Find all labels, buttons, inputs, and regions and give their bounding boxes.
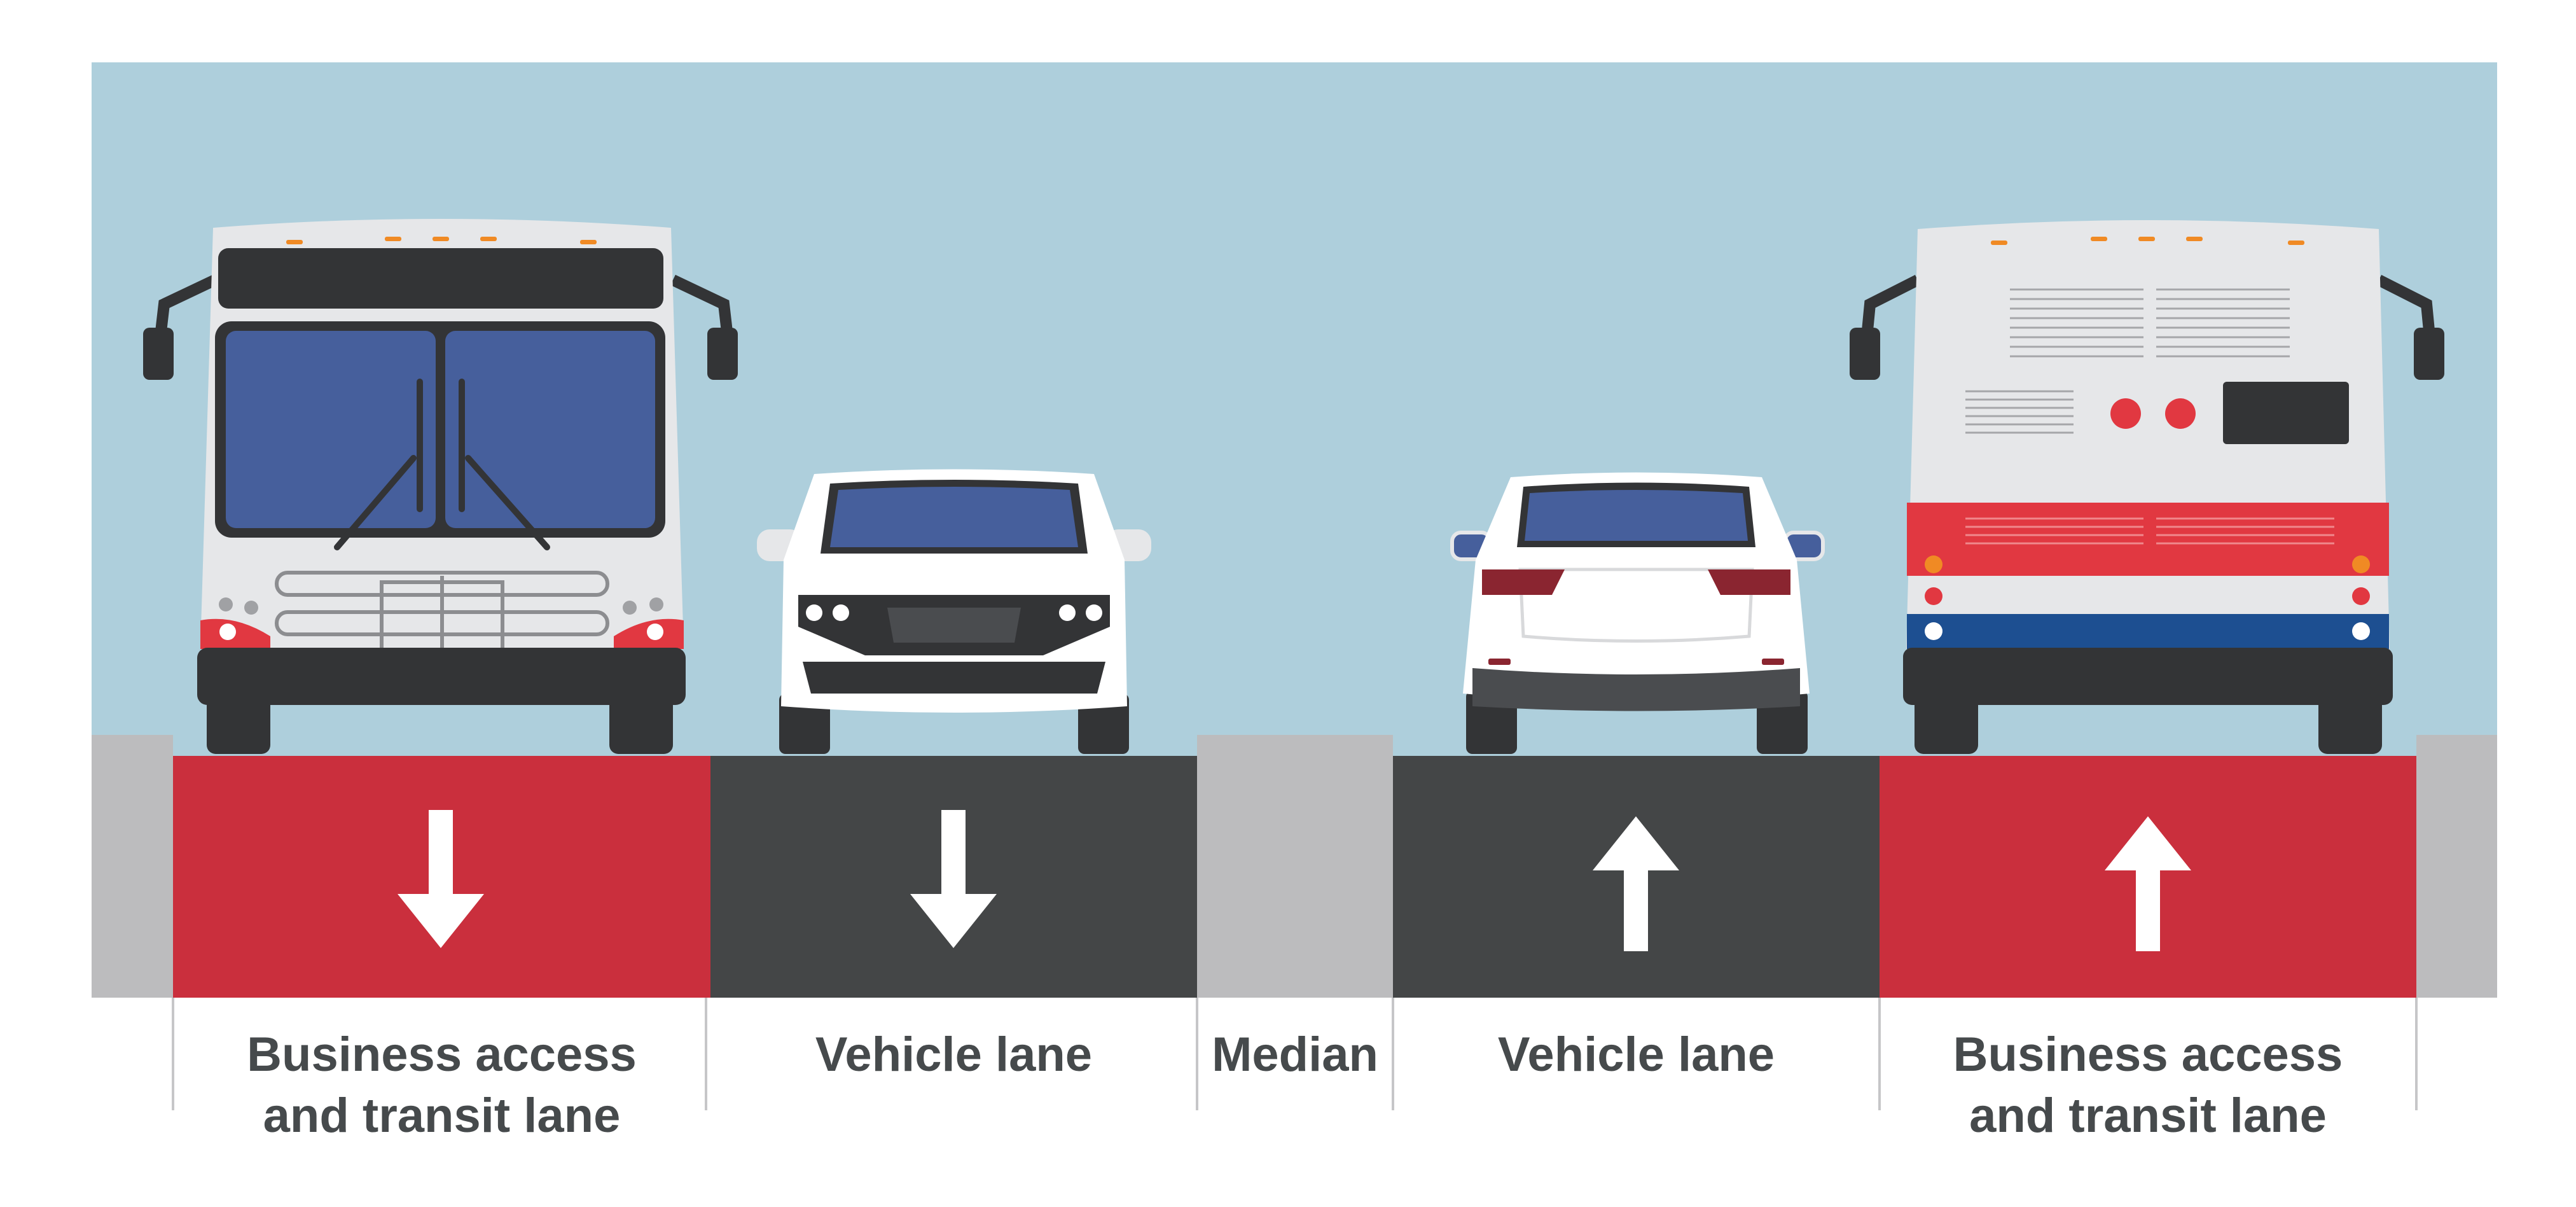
bus-front-icon xyxy=(143,219,738,754)
right-curb xyxy=(2416,735,2497,998)
arrow-down-icon xyxy=(398,810,484,948)
lane-label-line: and transit lane xyxy=(1969,1089,2327,1143)
arrow-up-icon xyxy=(1593,816,1679,951)
lane-label-line: Vehicle lane xyxy=(815,1028,1093,1082)
lane-label-transit-right: Business access and transit lane xyxy=(1880,1024,2416,1147)
lane-label-line: Business access xyxy=(1953,1028,2343,1082)
left-curb xyxy=(92,735,173,998)
lane-label-median: Median xyxy=(1197,1024,1393,1085)
lane-dividers xyxy=(172,998,2418,1110)
car-rear-icon xyxy=(1450,472,1825,754)
arrow-up-icon xyxy=(2105,816,2191,951)
lane-label-vehicle-left: Vehicle lane xyxy=(710,1024,1197,1085)
lane-label-line: Median xyxy=(1212,1028,1378,1082)
lane-label-line: and transit lane xyxy=(263,1089,621,1143)
arrow-down-icon xyxy=(910,810,997,948)
car-front-icon xyxy=(757,469,1151,754)
lane-label-vehicle-right: Vehicle lane xyxy=(1393,1024,1880,1085)
median xyxy=(1197,735,1393,998)
lane-label-line: Business access xyxy=(247,1028,637,1082)
bus-rear-icon xyxy=(1850,220,2444,754)
lane-label-transit-left: Business access and transit lane xyxy=(173,1024,710,1147)
lane-label-line: Vehicle lane xyxy=(1497,1028,1775,1082)
